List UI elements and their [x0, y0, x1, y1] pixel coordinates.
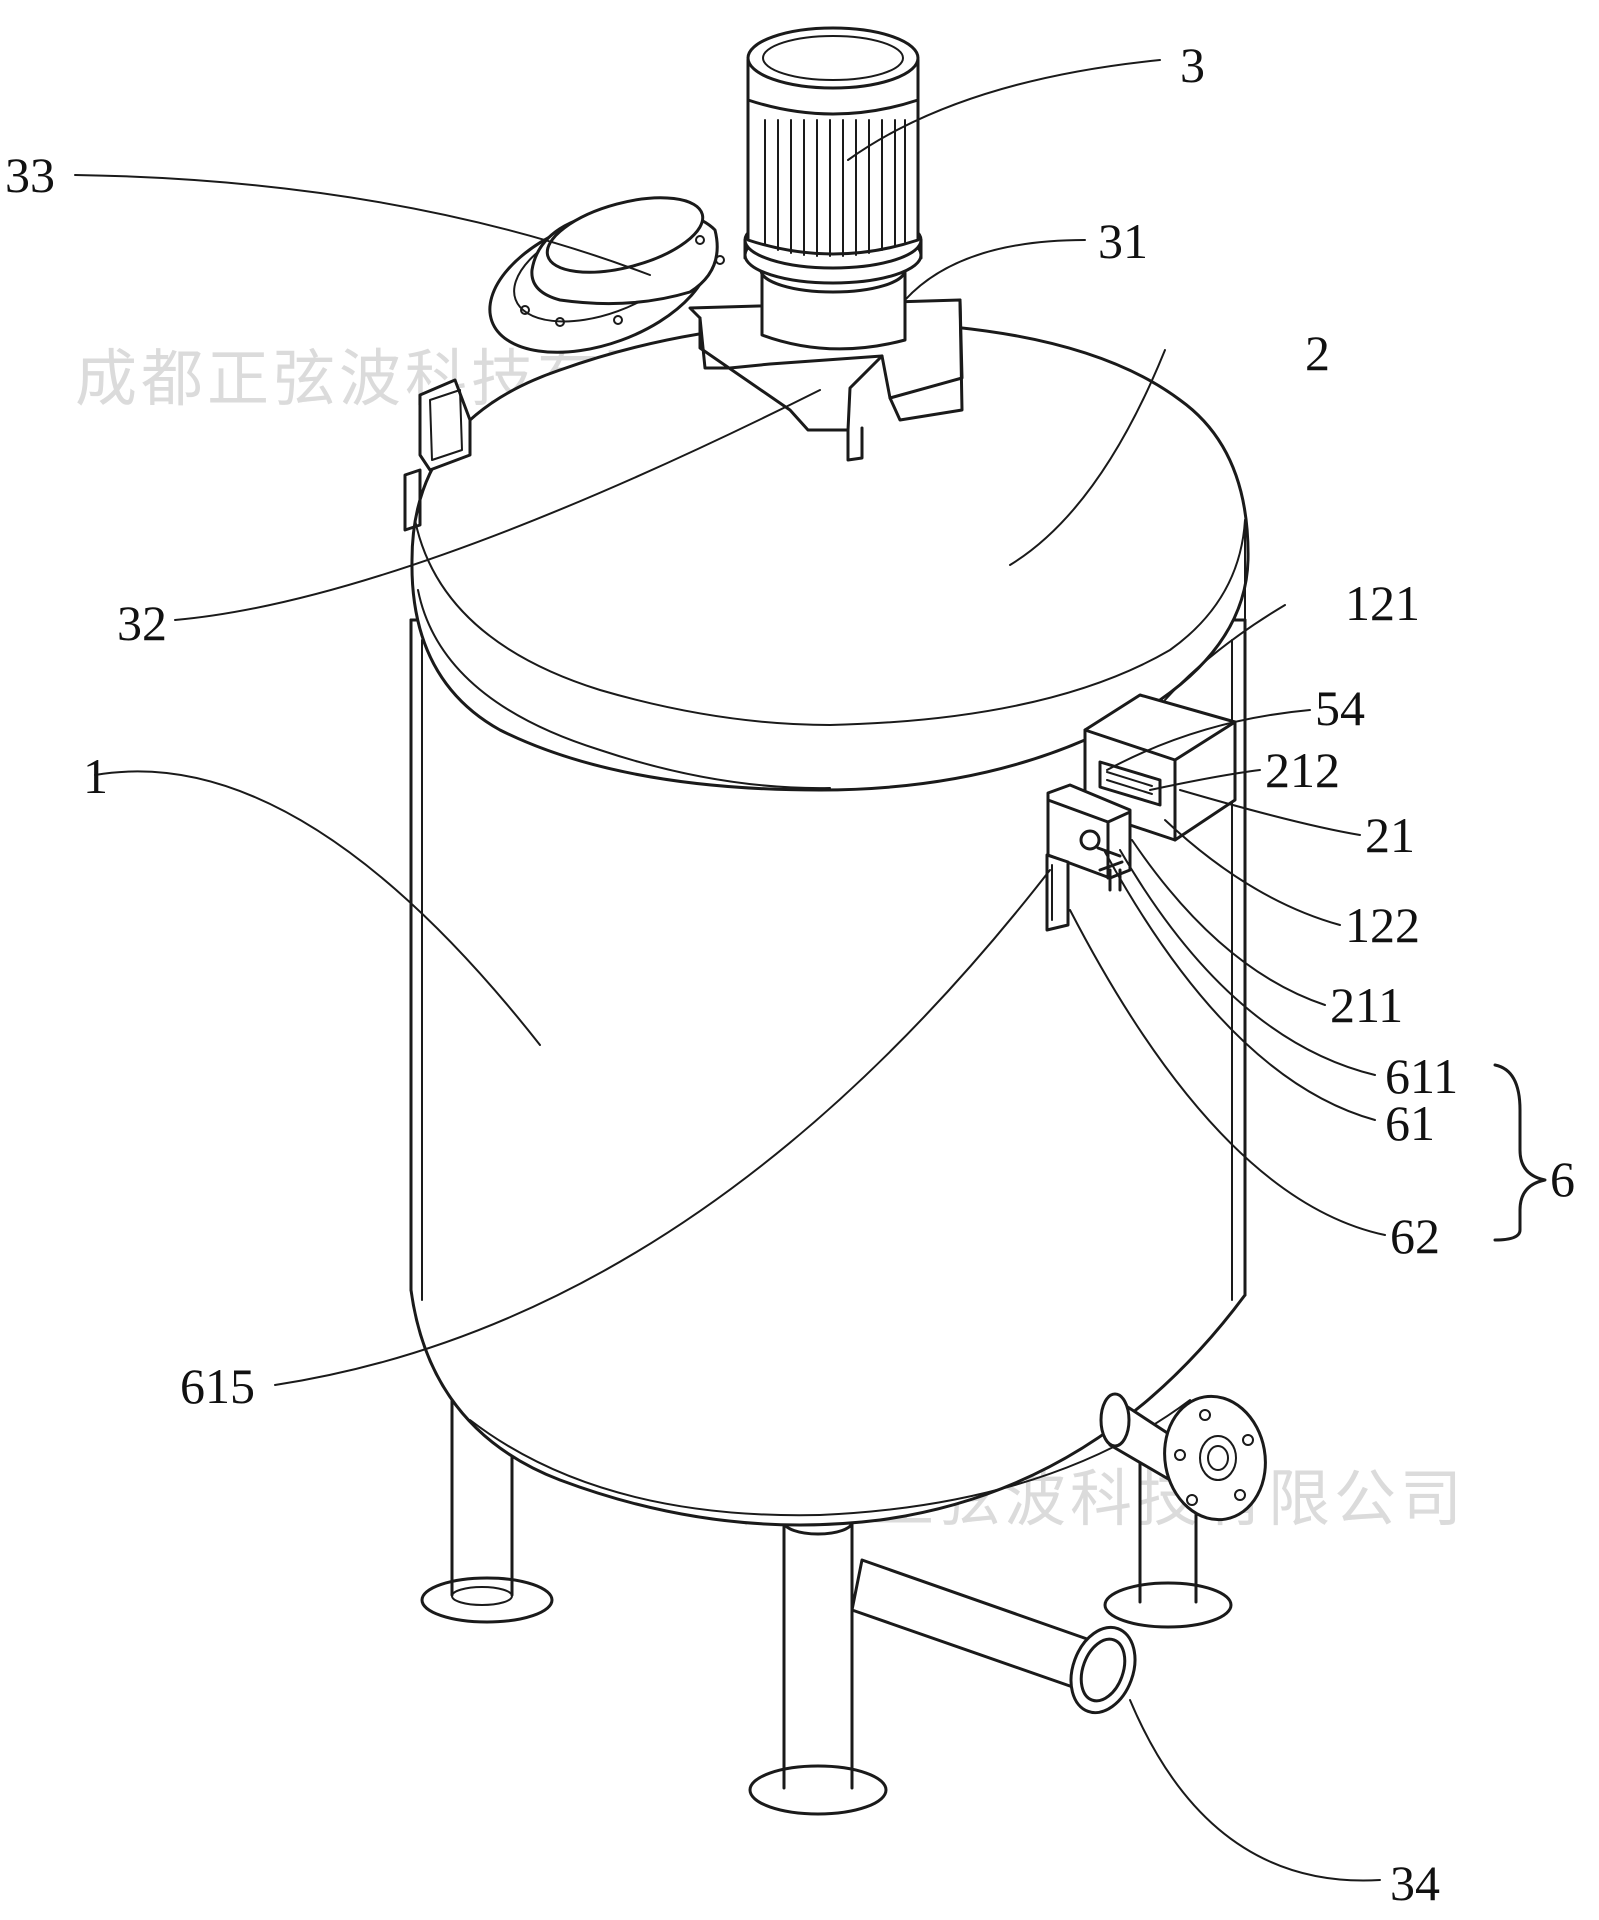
leader-54	[1106, 709, 1311, 771]
label-615: 615	[180, 1358, 255, 1414]
left-top-bracket	[403, 378, 472, 532]
leader-615	[274, 869, 1051, 1386]
discharge-pipe-34	[850, 1558, 1137, 1715]
leader-lines	[74, 59, 1547, 1882]
leader-1	[94, 770, 541, 1046]
label-211: 211	[1330, 977, 1403, 1033]
outlet-nozzle	[1099, 1392, 1267, 1522]
leader-2	[1009, 349, 1166, 566]
label-2: 2	[1305, 325, 1330, 381]
label-121: 121	[1345, 575, 1420, 631]
stirring-motor	[743, 26, 923, 351]
label-1: 1	[83, 748, 108, 804]
clamp-assembly	[1045, 783, 1132, 932]
leader-611	[1119, 849, 1376, 1076]
group-6-bracket	[1493, 1063, 1547, 1242]
label-21: 21	[1365, 807, 1415, 863]
leader-212	[1149, 769, 1261, 791]
leader-121	[1164, 604, 1286, 701]
label-62: 62	[1390, 1208, 1440, 1264]
leader-32	[174, 389, 821, 621]
leader-33	[74, 174, 651, 276]
label-122: 122	[1345, 897, 1420, 953]
label-6: 6	[1550, 1151, 1575, 1207]
leg-front	[748, 1508, 888, 1816]
label-33: 33	[5, 147, 55, 203]
label-61: 61	[1385, 1095, 1435, 1151]
leader-62	[1069, 909, 1386, 1236]
label-611: 611	[1385, 1048, 1458, 1104]
label-32: 32	[117, 595, 167, 651]
leader-61	[1104, 851, 1376, 1121]
top-lid	[410, 320, 1250, 792]
label-31: 31	[1098, 213, 1148, 269]
leader-34	[1129, 1699, 1381, 1882]
leader-211	[1131, 839, 1326, 1006]
label-212: 212	[1265, 742, 1340, 798]
leader-3	[847, 59, 1161, 161]
label-54: 54	[1315, 680, 1365, 736]
label-34: 34	[1390, 1855, 1440, 1911]
leader-122	[1164, 819, 1341, 926]
label-3: 3	[1180, 37, 1205, 93]
part-labels: 3 33 31 2 32 121 54 212 1 21 122 211 611…	[5, 37, 1575, 1911]
leader-31	[904, 239, 1086, 301]
leader-21	[1179, 789, 1361, 836]
